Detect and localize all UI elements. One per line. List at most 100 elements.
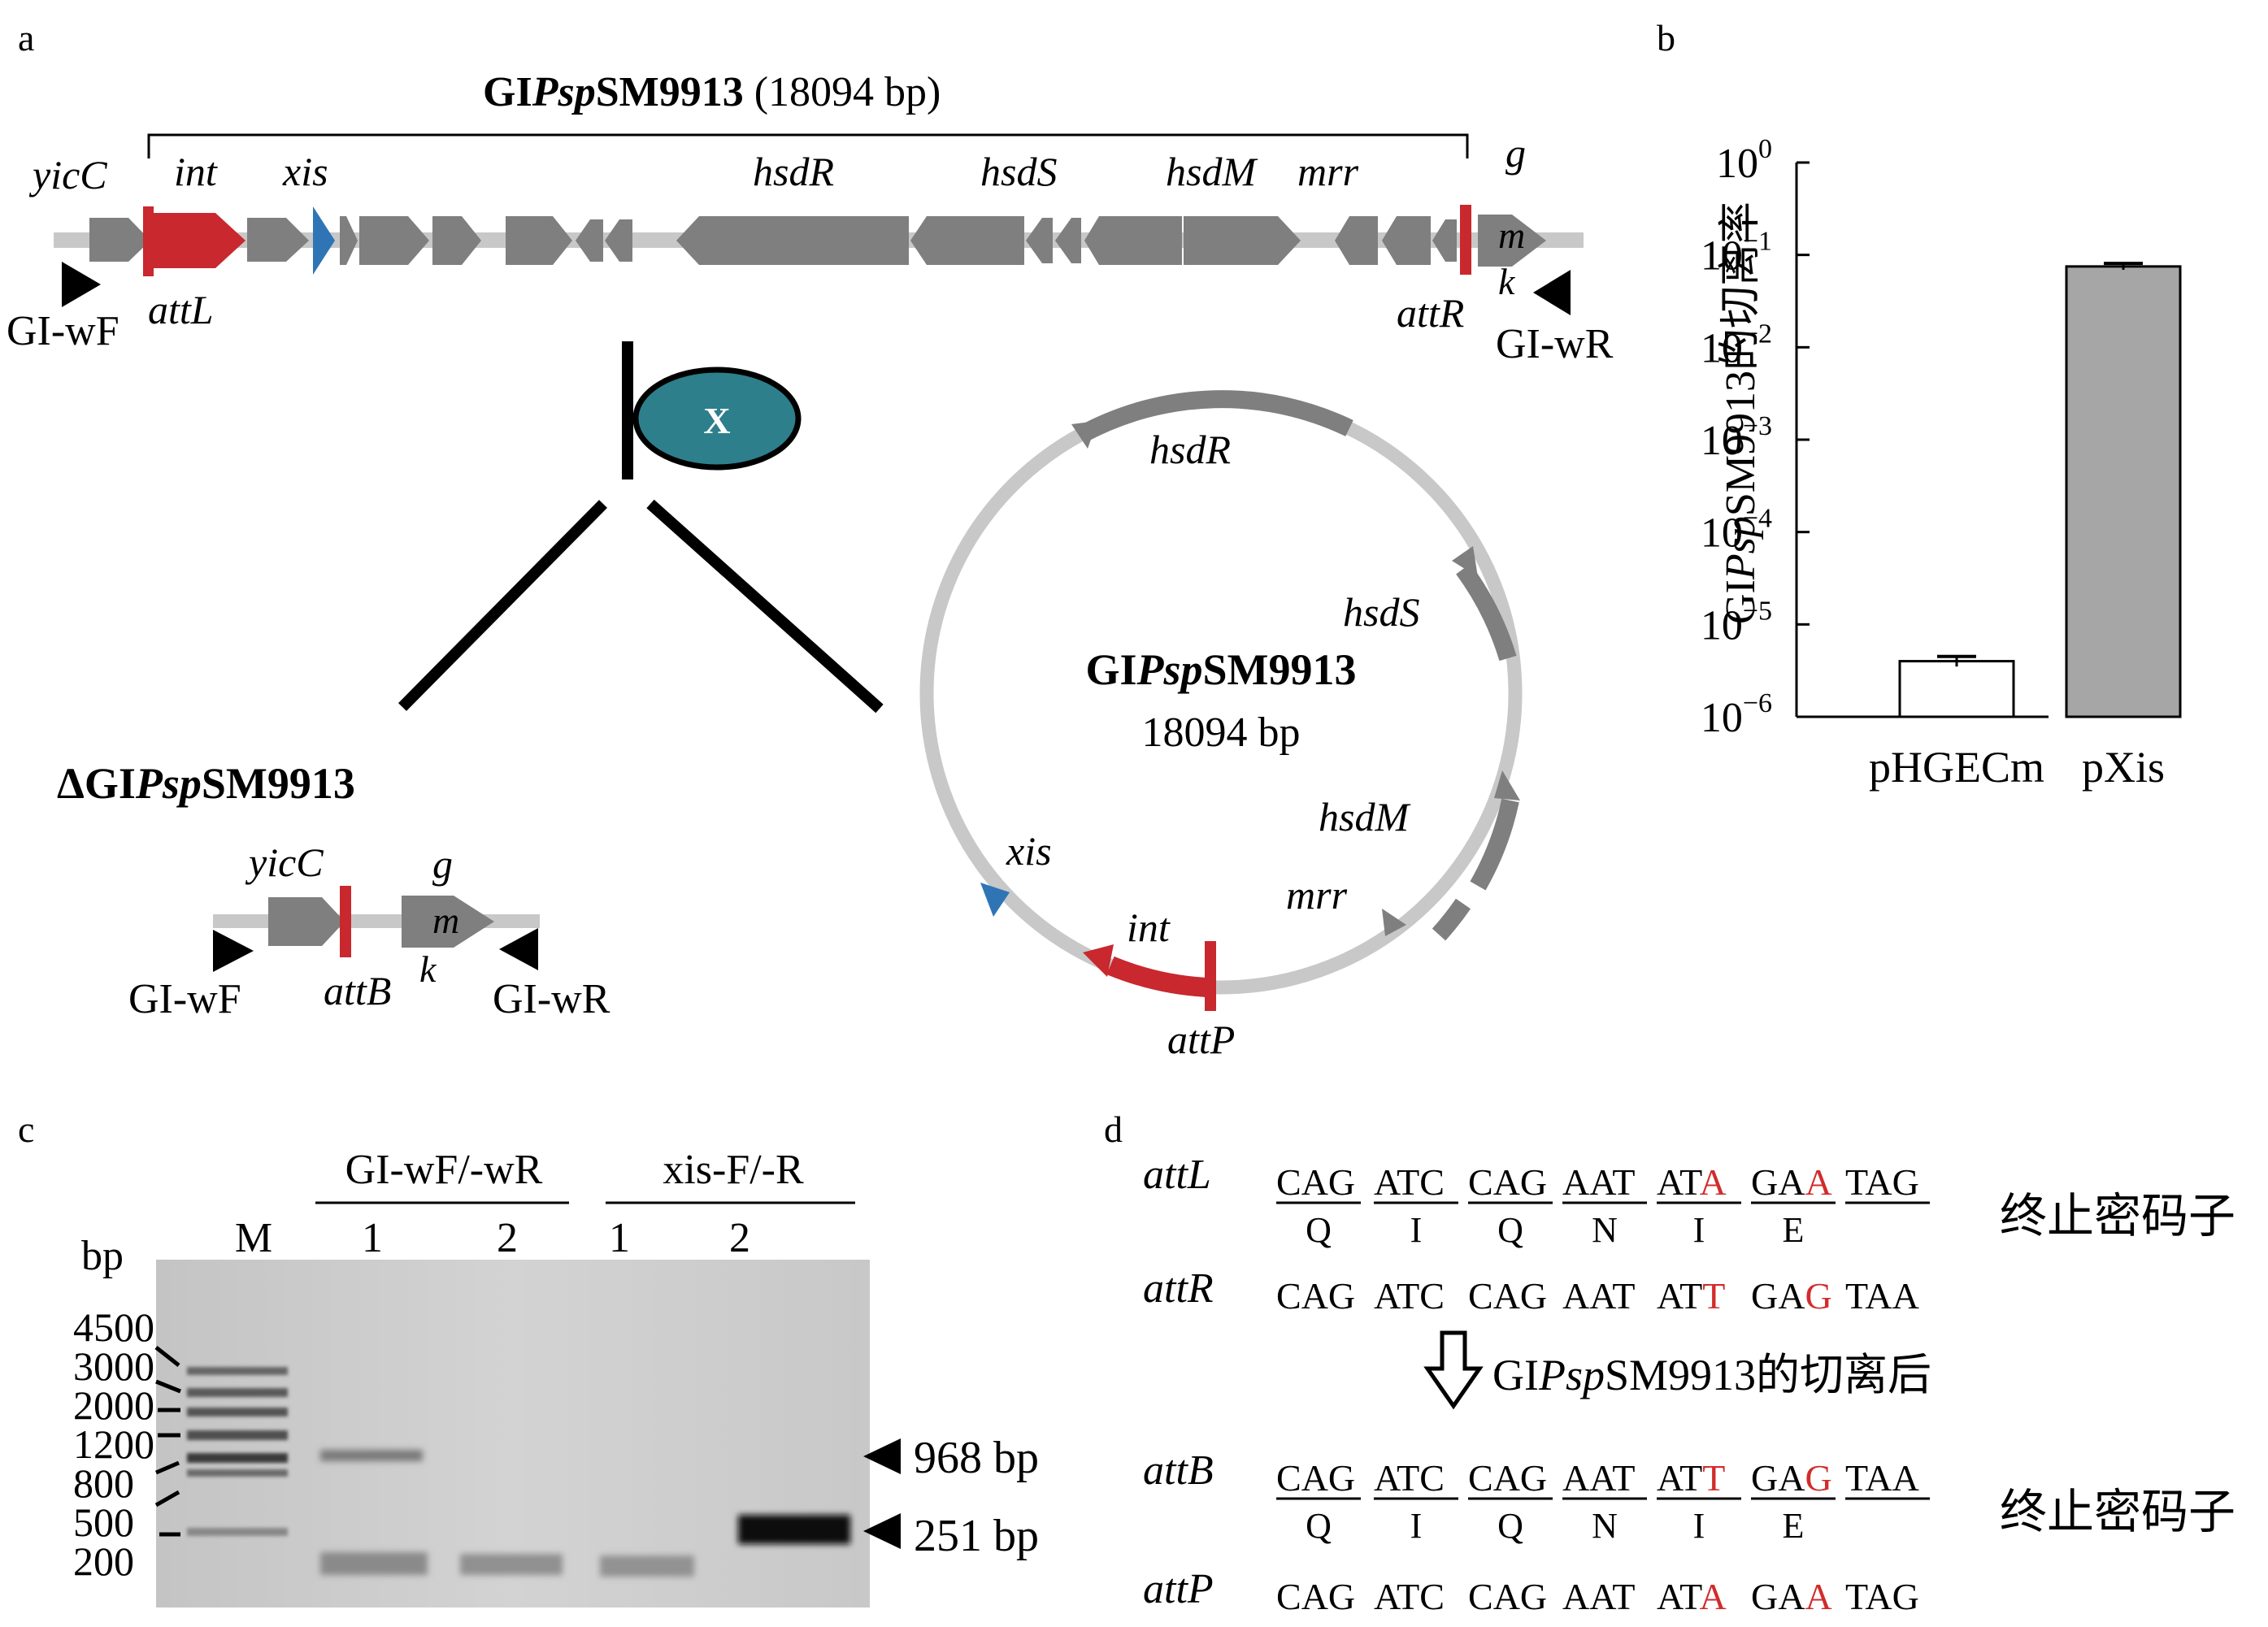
excision-arrow: GIPspSM9913的切离后 xyxy=(1423,1330,1931,1410)
gene-arrow xyxy=(340,216,358,265)
gene-label-hsdR: hsdR xyxy=(1149,427,1231,472)
gene-label-gmk-k: k xyxy=(419,948,437,990)
gene-arrow xyxy=(605,219,632,262)
stop-codon-note: 终止密码子 xyxy=(2000,1486,2235,1538)
primer-fwd-arrow xyxy=(213,930,254,972)
gene-label-yicC: yicC xyxy=(245,840,324,885)
branch-left-line xyxy=(398,500,607,711)
ladder-ticks xyxy=(154,1346,181,1537)
codon: CAG xyxy=(1276,1161,1355,1203)
panel-label-c: c xyxy=(18,1109,34,1150)
mrr-gene-arrow xyxy=(1335,216,1378,265)
gene-arrow xyxy=(432,216,481,265)
seq-row-label-attR: attR xyxy=(1143,1265,1214,1312)
chart-bar-pHGECm xyxy=(1898,660,2015,718)
gel-group-label-1: GI-wF/-wR xyxy=(345,1147,543,1193)
ladder-band xyxy=(187,1528,288,1536)
codon: ATA xyxy=(1657,1576,1727,1617)
amino-acid: N xyxy=(1592,1210,1618,1250)
codon: CAG xyxy=(1468,1275,1547,1317)
amino-acid: E xyxy=(1783,1506,1805,1546)
chart-y-tick-label: 10−2 xyxy=(1701,319,1772,371)
band-label-968bp: 968 bp xyxy=(914,1433,1039,1483)
hsdM-arc-arrowhead xyxy=(1494,770,1520,800)
ladder-label: 200 xyxy=(73,1538,134,1584)
attR-site-marker xyxy=(1460,205,1471,275)
xis-protein-label: X xyxy=(703,400,730,441)
gel-lane-label-1: 1 xyxy=(362,1215,383,1261)
ladder-band xyxy=(187,1367,288,1375)
gene-label-hsdM: hsdM xyxy=(1166,149,1258,194)
panel-label-d: d xyxy=(1104,1109,1123,1150)
gene-arrow xyxy=(1432,219,1457,262)
amino-acid: I xyxy=(1693,1210,1705,1250)
amino-acid: Q xyxy=(1306,1506,1332,1546)
excision-arrow-label: GIPspSM9913的切离后 xyxy=(1492,1351,1931,1399)
seq-row-label-attB: attB xyxy=(1143,1447,1214,1494)
gene-label-int: int xyxy=(174,149,218,194)
chart-y-tick-label: 100 xyxy=(1716,134,1772,187)
ladder-label: 800 xyxy=(73,1460,134,1506)
chart-y-tick-label: 10−3 xyxy=(1701,411,1772,464)
int-gene-arrow xyxy=(145,213,245,268)
codon: ATT xyxy=(1657,1457,1725,1499)
gene-arrow xyxy=(1382,216,1431,265)
gene-arrow xyxy=(1184,216,1301,265)
chart-y-tick-label: 10−4 xyxy=(1701,504,1772,557)
attB-site-marker xyxy=(340,886,351,957)
gel-lane-label-2: 2 xyxy=(497,1215,518,1261)
xis-protein-ellipse xyxy=(632,367,802,471)
gene-label-gmk-k: k xyxy=(1498,261,1516,302)
gmk-gene-arrow xyxy=(402,896,494,948)
excision-symbol: X xyxy=(398,341,884,714)
amino-acid: E xyxy=(1783,1210,1805,1250)
gene-arrow xyxy=(1026,218,1053,263)
primer-label-rev: GI-wR xyxy=(1496,321,1614,367)
gel-lane-label-M: M xyxy=(235,1215,272,1261)
gmk-gene-arrow xyxy=(1478,215,1546,267)
hsdR-arc xyxy=(1076,390,1353,443)
attL-site-marker xyxy=(143,206,154,276)
codon: TAG xyxy=(1845,1161,1919,1203)
amino-acid: Q xyxy=(1497,1210,1523,1250)
chart-y-tick-label: 10−5 xyxy=(1701,596,1772,649)
mrr-arc-arrowhead xyxy=(1382,909,1406,936)
band-marker-968bp xyxy=(863,1438,901,1474)
gene-arrow xyxy=(576,219,603,262)
panel-d-sequences: attL CAG ATC CAG AAT ATA GAA TAG Q I Q N I E 终止密码子 attR… xyxy=(1143,1152,2235,1617)
gene-label-hsdR: hsdR xyxy=(753,149,834,194)
circular-island-map: GIPspSM9913 18094 bp hsdR hsdS hsdM mrr … xyxy=(919,390,1523,1062)
codon: AAT xyxy=(1562,1161,1635,1203)
amino-acid: I xyxy=(1693,1506,1705,1546)
gene-label-xis: xis xyxy=(282,149,328,194)
gene-label-xis: xis xyxy=(1006,828,1052,874)
gel-band-primer-dimer xyxy=(460,1554,563,1575)
codon: GAG xyxy=(1751,1457,1832,1499)
primer-label-fwd: GI-wF xyxy=(128,976,241,1022)
band-marker-251bp xyxy=(863,1513,901,1549)
gel-band-251bp xyxy=(738,1515,850,1544)
amino-acid: N xyxy=(1592,1506,1618,1546)
primer-fwd-arrow xyxy=(62,262,101,307)
gel-lane-label-2: 2 xyxy=(729,1215,750,1261)
codon: AAT xyxy=(1562,1457,1635,1499)
codon: TAG xyxy=(1845,1576,1919,1617)
panel-c-gel: GI-wF/-wR xis-F/-R M 1 2 1 2 bp xyxy=(73,1147,1039,1607)
codon: GAA xyxy=(1751,1161,1832,1203)
ladder-band xyxy=(187,1388,288,1397)
codon: CAG xyxy=(1468,1576,1547,1617)
seq-row-label-attL: attL xyxy=(1143,1152,1211,1198)
branch-right-line xyxy=(646,499,884,714)
gene-label-hsdS: hsdS xyxy=(1343,589,1419,635)
circle-size: 18094 bp xyxy=(1142,709,1301,756)
gel-band-968bp xyxy=(320,1450,423,1461)
gel-group-label-2: xis-F/-R xyxy=(663,1147,804,1193)
ladder-label: 500 xyxy=(73,1499,134,1545)
amino-acid: Q xyxy=(1306,1210,1332,1250)
codon: ATA xyxy=(1657,1161,1727,1203)
chart-y-axis-label: GIPspSM9913的切离率 xyxy=(1718,202,1764,624)
hsdS-gene-arrow xyxy=(910,216,1024,265)
codon: ATC xyxy=(1374,1576,1445,1617)
mrr-arc xyxy=(1432,898,1471,941)
